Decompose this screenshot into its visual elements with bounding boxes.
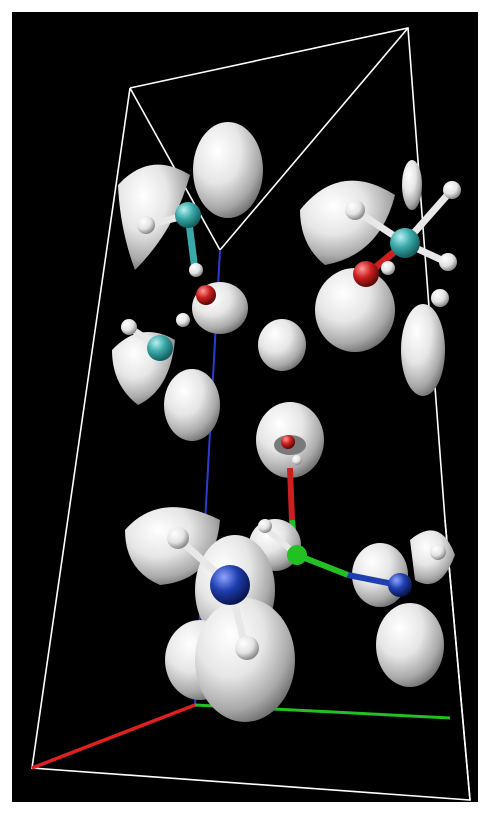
carbon-atom <box>147 335 173 361</box>
carbon-atom <box>390 228 420 258</box>
bond <box>287 467 295 521</box>
oxygen-atom <box>196 285 216 305</box>
hydrogen-atom <box>430 544 446 560</box>
hydrogen-atom <box>121 319 137 335</box>
oxygen-atom <box>353 261 379 287</box>
carbon-atom <box>175 202 201 228</box>
hydrogen-atom <box>167 527 189 549</box>
x-axis <box>31 703 196 770</box>
carbon-atom <box>287 545 307 565</box>
upper-right-lobes <box>300 160 445 396</box>
hydrogen-atom <box>345 200 365 220</box>
hydrogen-atom <box>235 636 259 660</box>
hydrogen-atom <box>431 289 449 307</box>
nitrogen-atom <box>388 573 412 597</box>
center-lobe <box>258 319 306 371</box>
nitrogen-atom <box>210 565 250 605</box>
hydrogen-atom <box>443 181 461 199</box>
oxygen-atom <box>281 435 295 449</box>
hydrogen-atom <box>381 261 395 275</box>
hydrogen-atom <box>137 216 155 234</box>
hydrogen-atom <box>292 455 302 465</box>
hydrogen-atom <box>258 519 272 533</box>
hydrogen-atom <box>176 313 190 327</box>
hydrogen-atom <box>189 263 203 277</box>
hydrogen-atom <box>439 253 457 271</box>
